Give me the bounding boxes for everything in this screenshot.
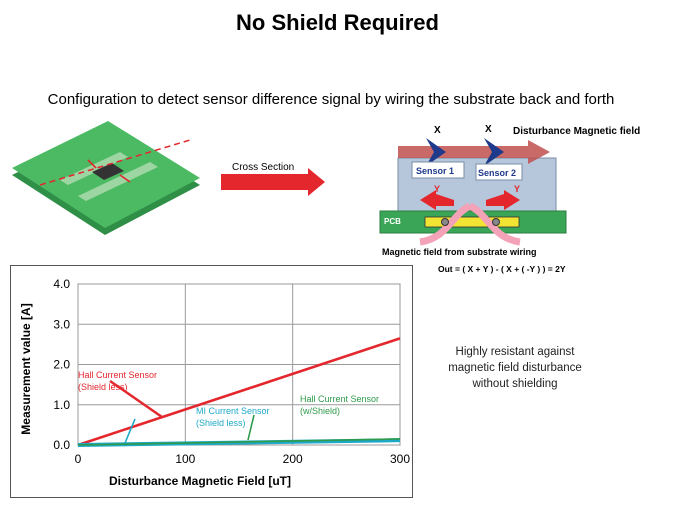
callout-leader-2: [124, 418, 136, 444]
side-note-line-1: Highly resistant against: [455, 346, 575, 358]
current-arrow-1: [87, 159, 97, 169]
y-arrow-1: [420, 190, 454, 210]
measurement-chart: Hall Current Sensor (Shield less) MI Curre…: [10, 265, 413, 498]
x-axis-label: Disturbance Magnetic Field [uT]: [109, 474, 291, 488]
y-tick-label: 3.0: [53, 317, 70, 331]
x-tick-label: 0: [75, 452, 82, 466]
y-tick-label: 1.0: [53, 398, 70, 412]
series-label-2: MI Current Sensor: [196, 406, 270, 416]
red-arrow: [221, 168, 325, 196]
x-label-2: X: [485, 124, 492, 135]
top-diagram: Cross Section PCB X X Disturbance Magnet…: [12, 121, 640, 274]
sensor-1-label: Sensor 1: [416, 166, 454, 176]
chart-callouts: Hall Current Sensor (Shield less) MI Curre…: [78, 370, 379, 444]
section-line: [39, 139, 191, 186]
current-arrow-2: [119, 174, 131, 183]
field-curve-right: [468, 202, 521, 246]
field-curve-left: [419, 202, 472, 246]
x-tick-label: 100: [175, 452, 195, 466]
sensor-1-box: [411, 161, 465, 179]
series-label-1: (Shield less): [78, 382, 128, 392]
wire-dot-1: [441, 218, 449, 226]
cross-section-label: Cross Section: [232, 162, 294, 173]
page-title: No Shield Required: [236, 10, 439, 35]
series-label-3: (w/Shield): [300, 406, 340, 416]
x-tick-label: 200: [283, 452, 303, 466]
wire-dot-2: [492, 218, 500, 226]
cross-section-arrow: Cross Section: [221, 162, 325, 196]
x-chevron-2: [484, 138, 504, 166]
formula: Out = ( X + Y ) - ( X + ( -Y ) ) = 2Y: [438, 264, 566, 274]
y-arrow-2: [486, 190, 520, 210]
x-tick-label: 300: [390, 452, 410, 466]
sensor-2-box: [475, 163, 523, 181]
x-chevron-1: [426, 138, 446, 166]
y-tick-label: 4.0: [53, 277, 70, 291]
series-label-3: Hall Current Sensor: [300, 394, 379, 404]
callout-leader-3: [247, 414, 255, 441]
side-note-line-2: magnetic field disturbance: [448, 362, 582, 374]
cross-section-diagram: PCB X X Disturbance Magnetic field Senso…: [379, 124, 640, 274]
pcb-board-3d: [12, 121, 200, 235]
x-label-1: X: [434, 125, 441, 136]
side-note-line-3: without shielding: [472, 378, 558, 390]
series-line-3: [77, 438, 401, 446]
series-label-1: Hall Current Sensor: [78, 370, 157, 380]
series-label-2: (Shield less): [196, 418, 246, 428]
pcb-label: PCB: [384, 217, 401, 226]
callout-leader-1: [109, 380, 163, 418]
sensor-2-label: Sensor 2: [478, 168, 516, 178]
disturbance-arrowhead: [528, 140, 550, 164]
y-axis-label: Measurement value [A]: [19, 303, 33, 434]
page-subtitle: Configuration to detect sensor differenc…: [47, 91, 615, 108]
disturbance-bar: [398, 146, 528, 158]
wiring-label: Magnetic field from substrate wiring: [382, 247, 537, 257]
chart-frame: [10, 265, 413, 498]
board-trace-2: [78, 162, 158, 201]
sensor-chip: [92, 163, 124, 180]
board-trace-1: [60, 152, 128, 185]
chart-ticks: 0 100 200 300 0.0 1.0 2.0 3.0 4.0: [53, 277, 410, 466]
y-label-1: Y: [434, 184, 440, 194]
y-tick-label: 0.0: [53, 438, 70, 452]
side-note: Highly resistant against magnetic field …: [430, 344, 600, 392]
y-tick-label: 2.0: [53, 358, 70, 372]
wiring-trace: [424, 216, 520, 228]
disturbance-label: Disturbance Magnetic field: [513, 126, 640, 137]
y-label-2: Y: [514, 184, 520, 194]
